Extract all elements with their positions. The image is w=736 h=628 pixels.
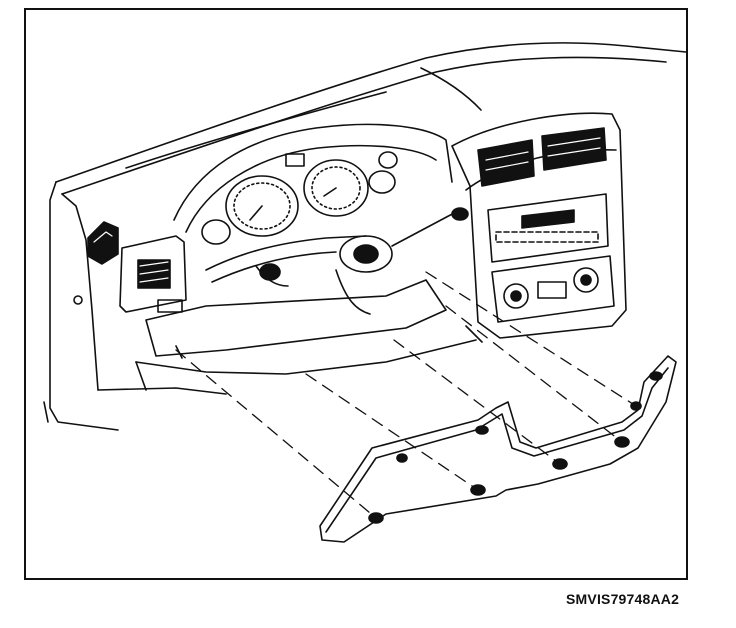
dashboard-left-end: [43, 181, 119, 431]
climate-controls: [491, 255, 615, 323]
radio-unit: [487, 193, 609, 263]
dashboard-top-outline: [55, 42, 686, 195]
figure-caption: SMVIS79748AA2: [566, 591, 680, 607]
left-side-vent: [87, 221, 119, 265]
left-center-vent: [119, 235, 187, 313]
steering-column: [205, 207, 469, 315]
lower-trim-panel: [319, 355, 677, 543]
speedometer-gauge: [225, 175, 299, 237]
instrument-cluster-hood: [173, 123, 453, 233]
dashboard-illustration: [43, 42, 686, 543]
illustration-frame: [24, 8, 688, 580]
alignment-dashed-lines: [175, 271, 637, 519]
small-gauges: [201, 151, 398, 245]
center-air-vents: [477, 127, 607, 187]
tachometer-gauge: [303, 159, 369, 217]
lower-dash-opening: [97, 279, 483, 395]
